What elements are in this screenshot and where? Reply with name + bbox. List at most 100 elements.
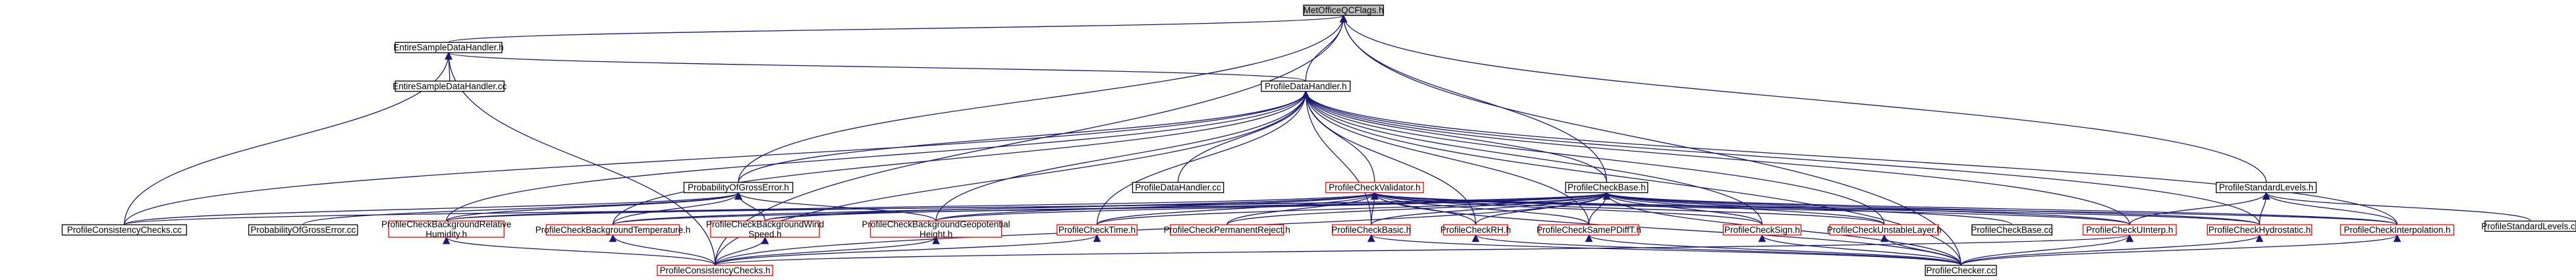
node-label: ProbabilityOfGrossError.h	[688, 182, 789, 192]
node-pcspd[interactable]: ProfileCheckSamePDiffT.h	[1537, 224, 1641, 236]
node-pcc-cc[interactable]: ProfileConsistencyChecks.cc	[61, 224, 187, 236]
node-box	[1325, 182, 1424, 194]
node-label: ProfileCheckBase.h	[1568, 182, 1646, 192]
node-poge-h[interactable]: ProbabilityOfGrossError.h	[683, 182, 794, 194]
edge-pchyd-to-pchecker	[1960, 234, 2264, 266]
edge-poge_h-to-pcc_cc	[124, 192, 742, 225]
edge-pct-to-pcc_h	[714, 234, 1101, 266]
edge-pcb_h-to-pcui	[1603, 192, 2130, 225]
node-pcui[interactable]: ProfileCheckUInterp.h	[2082, 224, 2177, 236]
node-box	[869, 220, 1002, 238]
edge-pcui-to-pchecker	[1960, 234, 2134, 266]
edge-pdh_h-to-pct	[1096, 90, 1310, 225]
node-bgt[interactable]: ProfileCheckBackgroundTemperature.h	[535, 224, 691, 236]
node-pcrh[interactable]: ProfileCheckRH.h	[1440, 224, 1511, 236]
node-box	[1565, 182, 1649, 194]
node-entire-h[interactable]: EntireSampleDataHandler.h	[393, 42, 504, 53]
edge-psl_h-to-pcint	[2262, 192, 2398, 225]
node-pcc-h[interactable]: ProfileConsistencyChecks.h	[657, 264, 773, 276]
node-pcb-cc[interactable]: ProfileCheckBase.cc	[1971, 224, 2053, 236]
edge-psl_h-to-pcui	[2129, 192, 2270, 225]
node-box	[1538, 224, 1639, 236]
edge-pcv_h-to-pcpr	[1226, 192, 1379, 225]
node-pcpr[interactable]: ProfileCheckPermanentReject.h	[1164, 224, 1290, 236]
node-label: MetOfficeQCFlags.h	[1303, 5, 1384, 15]
node-box	[1829, 224, 1940, 236]
edge-pdh_h-to-pcc_h	[714, 90, 1310, 266]
edge-pcb_h-to-pcint	[1603, 192, 2398, 225]
node-pchyd[interactable]: ProfileCheckHydrostatic.h	[2206, 224, 2313, 236]
edge-pcb_h-to-pcrh	[1475, 192, 1611, 225]
edge-pcsign-to-pchecker	[1758, 234, 1961, 266]
node-label: ProfileCheckTime.h	[1058, 225, 1136, 235]
node-label: ProfileCheckBackgroundRelative	[381, 219, 511, 229]
node-label: ProfileDataHandler.h	[1265, 81, 1347, 91]
node-pcsign[interactable]: ProfileCheckSign.h	[1722, 224, 1801, 236]
node-box	[1332, 224, 1411, 236]
node-entire-cc[interactable]: EntireSampleDataHandler.cc	[393, 80, 507, 92]
node-box	[61, 224, 187, 236]
node-pdh-h[interactable]: ProfileDataHandler.h	[1261, 80, 1351, 92]
node-box	[2340, 224, 2455, 236]
edge-pdh_h-to-pdh_cc	[1177, 90, 1310, 182]
node-label: ProfileCheckBasic.h	[1332, 225, 1411, 235]
edge-pcspd-to-pchecker	[1585, 234, 1961, 266]
node-label: ProfileConsistencyChecks.cc	[67, 225, 182, 235]
edge-pcv_h-to-bgw	[764, 192, 1379, 222]
node-pcbasic[interactable]: ProfileCheckBasic.h	[1332, 224, 1411, 236]
edge-pcb_h-to-pcsign	[1603, 192, 1763, 225]
node-box	[545, 224, 680, 236]
node-box	[1722, 224, 1801, 236]
node-box	[1132, 182, 1224, 194]
node-label: Humidity.h	[425, 229, 467, 239]
node-metoffice[interactable]: MetOfficeQCFlags.h	[1303, 5, 1384, 16]
node-pcb-h[interactable]: ProfileCheckBase.h	[1565, 182, 1649, 194]
edge-pcb_h-to-pcul	[1603, 192, 1885, 225]
node-box	[1170, 224, 1284, 236]
node-label: ProfileCheckBackgroundTemperature.h	[535, 225, 691, 235]
edge-entire_h-to-pdh_h	[445, 51, 1307, 82]
edge-psl_h-to-psl_cc	[2262, 192, 2531, 222]
node-poge-cc[interactable]: ProbabilityOfGrossError.cc	[248, 224, 358, 236]
node-pct[interactable]: ProfileCheckTime.h	[1056, 224, 1137, 236]
node-label: ProfileStandardLevels.cc	[2481, 221, 2576, 231]
node-pcul[interactable]: ProfileCheckUnstableLayer.h	[1827, 224, 1942, 236]
node-box	[2216, 182, 2317, 194]
edge-pcv_h-to-pcint	[1371, 192, 2398, 225]
edge-pdh_h-to-pcui	[1302, 90, 2130, 225]
node-pcv-h[interactable]: ProfileCheckValidator.h	[1325, 182, 1424, 194]
node-box	[710, 220, 820, 238]
node-label: ProfileCheckBackgroundGeopotential	[862, 219, 1010, 229]
edge-pcb_h-to-pcc_h	[714, 192, 1610, 266]
edge-metoffice-to-pcc_h	[714, 14, 1348, 266]
edge-poge_h-to-bgrh	[446, 192, 742, 222]
node-box	[1442, 224, 1508, 236]
node-psl-h[interactable]: ProfileStandardLevels.h	[2216, 182, 2317, 194]
edge-pcv_h-to-pcspd	[1371, 192, 1589, 225]
node-box	[657, 264, 773, 276]
edge-poge_h-to-bgt	[612, 192, 742, 225]
edge-metoffice-to-psl_h	[1340, 14, 2267, 182]
node-psl-cc[interactable]: ProfileStandardLevels.cc	[2481, 220, 2576, 232]
node-label: Height.h	[919, 229, 952, 239]
node-pchecker[interactable]: ProfileChecker.cc	[1925, 264, 1997, 276]
node-pcint[interactable]: ProfileCheckInterpolation.h	[2340, 224, 2455, 236]
node-label: ProfileCheckBase.cc	[1971, 225, 2053, 235]
edge-pdh_h-to-pcint	[1302, 90, 2398, 225]
node-bggh[interactable]: ProfileCheckBackgroundGeopotentialHeight…	[862, 219, 1010, 239]
node-box	[1303, 5, 1384, 16]
node-box	[1925, 264, 1997, 276]
node-label: ProfileChecker.cc	[1927, 266, 1996, 275]
node-pdh-cc[interactable]: ProfileDataHandler.cc	[1132, 182, 1224, 194]
edge-pcui-to-pcc_h	[714, 234, 2133, 266]
edge-pcrh-to-pchecker	[1471, 234, 1961, 266]
edge-pcb_h-to-pchyd	[1603, 192, 2261, 225]
edge-pcb_h-to-bgw	[764, 192, 1610, 222]
node-label: EntireSampleDataHandler.cc	[393, 81, 507, 91]
edge-pdh_h-to-pchyd	[1302, 90, 2261, 225]
node-label: Speed.h	[748, 229, 781, 239]
edge-bggh-to-pcc_h	[714, 236, 940, 266]
edge-bgrh-to-pcc_h	[443, 236, 716, 266]
